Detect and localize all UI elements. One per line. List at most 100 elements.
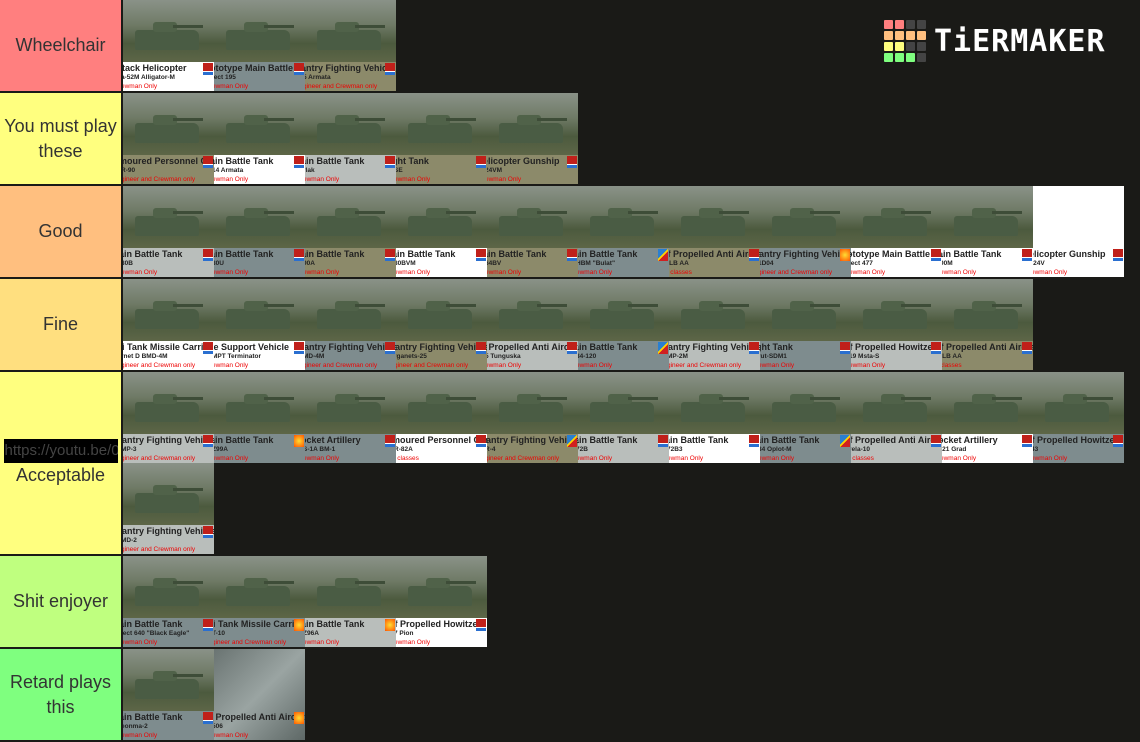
vehicle-name: 24VM: [487, 167, 502, 174]
faction-flag-icon: [567, 156, 577, 168]
vehicle-requirement: ewman Only: [1033, 455, 1068, 462]
vehicle-card[interactable]: ain Battle Tank72B3ewman Only: [669, 372, 760, 463]
vehicle-image: [669, 186, 760, 248]
vehicle-silhouette-icon: [226, 394, 294, 422]
vehicle-card[interactable]: ain Battle Tank90Aewman Only: [305, 186, 396, 277]
vehicle-class: fantry Fighting Vehicle: [123, 526, 214, 536]
vehicle-card[interactable]: ain Battle TankZ99Aewman Only: [214, 372, 305, 463]
tier-label-text: Wheelchair: [15, 35, 106, 55]
tier-label[interactable]: https://youtu.be/00uXEFv114cAcceptable: [0, 372, 123, 554]
vehicle-silhouette-icon: [226, 208, 294, 236]
vehicle-card[interactable]: ain Battle Tankrlakewman Only: [305, 93, 396, 184]
vehicle-requirement: ewman Only: [487, 269, 522, 276]
vehicle-requirement: gineer and Crewman only: [669, 362, 742, 369]
tier-label[interactable]: You must play these: [0, 93, 123, 184]
vehicle-requirement: ewman Only: [760, 455, 795, 462]
vehicle-image: [851, 279, 942, 341]
youtube-link[interactable]: https://youtu.be/00uXEFv114c: [3, 438, 118, 463]
vehicle-card[interactable]: f Propelled Anti Aircraft506ewman Only: [214, 649, 305, 740]
vehicle-silhouette-icon: [226, 301, 294, 329]
tier-label[interactable]: Fine: [0, 279, 123, 370]
faction-flag-icon: [294, 619, 304, 631]
vehicle-card[interactable]: lf Propelled Anti Aircraftrela-10l class…: [851, 372, 942, 463]
vehicle-card[interactable]: lf Propelled Anti Aircraft-LB AAl classe…: [669, 186, 760, 277]
vehicle-card[interactable]: ain Battle Tank64BVewman Only: [487, 186, 578, 277]
vehicle-card[interactable]: ain Battle Tank72Bewman Only: [578, 372, 669, 463]
vehicle-class: ain Battle Tank: [578, 249, 638, 259]
vehicle-name: 43: [1033, 446, 1039, 453]
tier-label[interactable]: Good: [0, 186, 123, 277]
faction-flag-icon: [658, 435, 668, 447]
tier-label[interactable]: Wheelchair: [0, 0, 123, 91]
tiermaker-logo[interactable]: TiERMAKER: [884, 20, 1106, 62]
faction-flag-icon: [1022, 435, 1032, 447]
vehicle-name: Z99A: [214, 446, 228, 453]
vehicle-card[interactable]: lf Propelled Howitzer43ewman Only: [1033, 372, 1124, 463]
vehicle-requirement: ewman Only: [214, 455, 249, 462]
vehicle-name: -LB AA: [669, 260, 689, 267]
vehicle-class: ain Battle Tank: [578, 342, 638, 352]
vehicle-name: eonma-2: [123, 723, 148, 730]
vehicle-card[interactable]: elicopter Gunship24VMewman Only: [487, 93, 578, 184]
vehicle-name: ject 195: [214, 74, 236, 81]
vehicle-class: ototype Main Battle Tank: [214, 63, 305, 73]
vehicle-class: ght Tank: [760, 342, 793, 352]
faction-flag-icon: [385, 63, 395, 75]
vehicle-requirement: ewman Only: [214, 362, 249, 369]
vehicle-silhouette-icon: [499, 208, 567, 236]
tier-label[interactable]: Retard plays this: [0, 649, 123, 740]
vehicle-name: MP-2M: [669, 353, 688, 360]
vehicle-card[interactable]: ain Battle Tank80Uewman Only: [214, 186, 305, 277]
vehicle-name: 7 Pion: [396, 630, 414, 637]
vehicle-silhouette-icon: [408, 578, 476, 606]
vehicle-name: SE: [396, 167, 403, 174]
vehicle-name: 506: [214, 723, 223, 730]
vehicle-card[interactable]: ain Battle TankZ96Aewman Only: [305, 556, 396, 647]
vehicle-card[interactable]: fantry Fighting Vehicle1D04gineer and Cr…: [760, 186, 851, 277]
tier-label[interactable]: Shit enjoyer: [0, 556, 123, 647]
vehicle-image: [669, 279, 760, 341]
vehicle-card[interactable]: ain Battle Tank90Mewman Only: [942, 186, 1033, 277]
vehicle-card[interactable]: ain Battle Tank80Bewman Only: [123, 186, 214, 277]
vehicle-name: -LB AA: [942, 353, 962, 360]
